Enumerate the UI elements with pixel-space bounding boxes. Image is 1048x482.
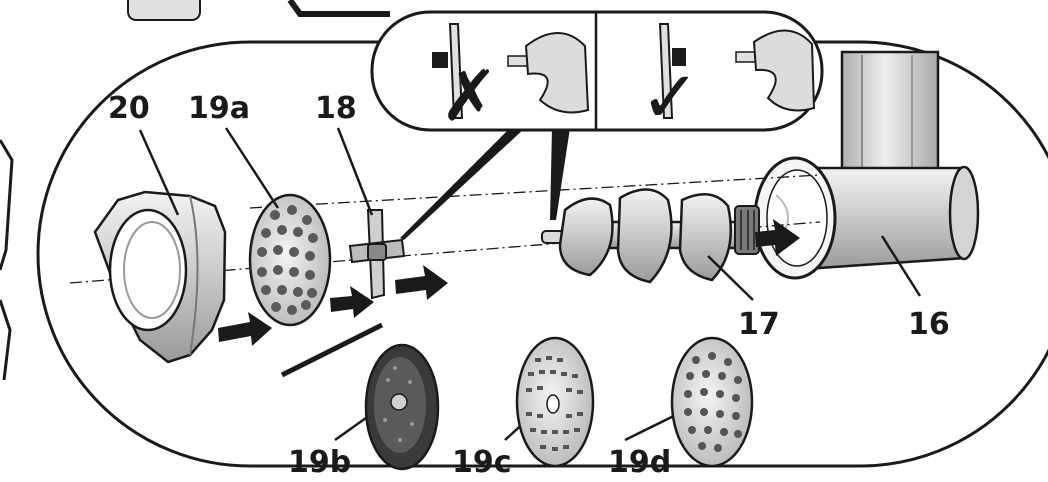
label-19b: 19b xyxy=(288,445,351,480)
label-17: 17 xyxy=(738,307,780,342)
disc-19b xyxy=(364,343,440,471)
incorrect-assembly-panel: ✗ xyxy=(432,23,590,137)
label-19a: 19a xyxy=(188,91,250,126)
disc-19c xyxy=(515,336,595,468)
incorrect-cross-icon: ✗ xyxy=(440,55,499,137)
previous-step-fragment xyxy=(0,0,390,381)
label-20: 20 xyxy=(108,91,150,126)
section-divider xyxy=(280,322,384,378)
arrow-icon xyxy=(755,219,800,256)
disc-19d xyxy=(670,336,754,468)
step-frame xyxy=(36,40,1048,468)
assembly-arrows xyxy=(218,219,800,346)
correct-check-icon: ✓ xyxy=(640,55,700,139)
cross-blade-18 xyxy=(348,209,406,300)
label-16: 16 xyxy=(908,307,950,342)
arrow-icon xyxy=(218,312,272,346)
perforated-disc-19a xyxy=(248,193,332,327)
arrow-icon xyxy=(330,286,374,318)
part-labels: 20 19a 18 17 16 19b 19c 19d xyxy=(108,91,950,480)
correct-assembly-panel: ✓ xyxy=(640,23,816,139)
arrow-icon xyxy=(395,265,448,300)
leader-lines xyxy=(138,127,922,442)
label-19c: 19c xyxy=(452,445,512,480)
orientation-inset: ✗ ✓ xyxy=(370,10,824,240)
locking-ring-20 xyxy=(93,190,227,364)
label-18: 18 xyxy=(315,91,357,126)
label-19d: 19d xyxy=(608,445,671,480)
auger-17 xyxy=(541,188,760,284)
